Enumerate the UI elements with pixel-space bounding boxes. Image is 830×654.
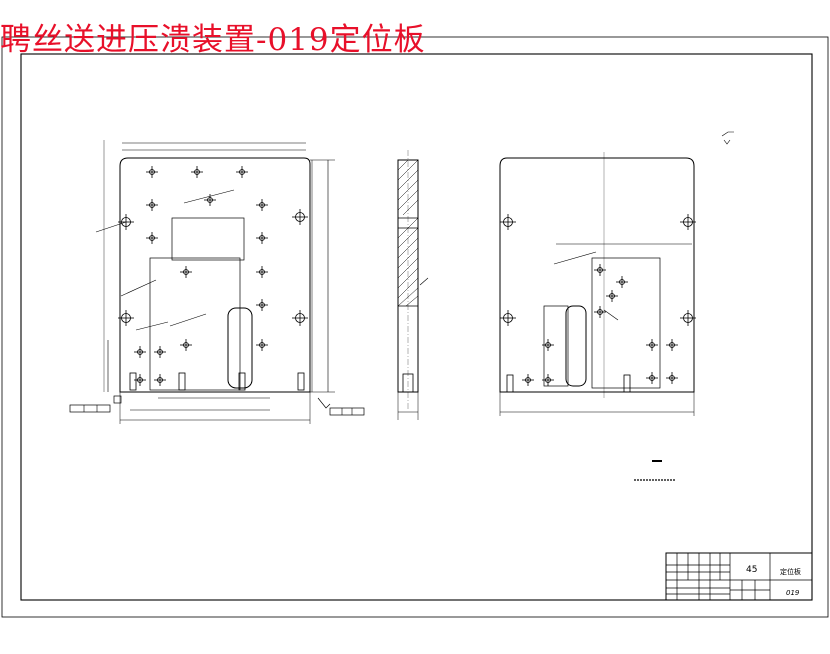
front-holes [134,166,268,386]
drawing-frame [20,53,813,601]
front-upper-pocket [171,217,245,261]
rear-slot [565,305,587,387]
rear-view-outline [499,157,695,393]
front-view-outline [119,157,311,393]
front-bolt-holes [118,209,308,326]
side-section-view [397,150,429,420]
rear-upper-pocket [591,257,661,389]
paper-border [1,36,829,618]
front-view [69,140,365,424]
title-block-part-number: 019 [786,589,800,597]
rear-bolt-holes [500,214,696,326]
rear-holes [522,264,678,386]
title-block-material: 45 [746,565,757,575]
rear-view [499,131,734,416]
document-title: 聘丝送进压溃装置-019定位板 [0,22,426,58]
rear-inner-pocket [543,305,569,387]
title-block-part-name: 定位板 [780,567,801,576]
front-inner-pocket [149,257,241,391]
title-block [665,552,813,601]
